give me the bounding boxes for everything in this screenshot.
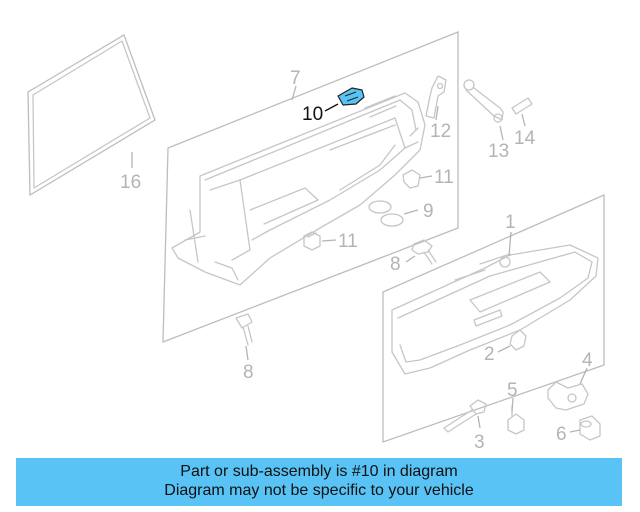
part-4-latch (547, 381, 589, 411)
callout-4: 4 (582, 350, 593, 371)
part-9-rings (368, 200, 404, 227)
callout-6: 6 (556, 424, 567, 445)
callout-leaders (131, 85, 588, 433)
leader-9 (403, 209, 419, 215)
callout-labels: 16 7 10 12 13 14 11 9 11 8 8 1 2 3 4 5 6 (120, 68, 593, 453)
callout-1: 1 (505, 212, 516, 233)
leader-7 (291, 85, 297, 101)
part-3-bolt (443, 399, 487, 433)
callout-5: 5 (507, 380, 518, 401)
leader-6 (569, 429, 581, 433)
part-7-plate (162, 31, 459, 343)
leader-5 (511, 397, 514, 413)
callout-8-lower: 8 (243, 362, 254, 383)
part-14-rod (463, 79, 504, 123)
callout-10: 10 (302, 104, 323, 125)
leader-2 (497, 345, 511, 353)
callout-3: 3 (474, 432, 485, 453)
banner-line-part: Part or sub-assembly is #10 in diagram (180, 463, 458, 480)
callout-7: 7 (290, 68, 301, 89)
leader-4 (579, 367, 588, 385)
part-11-bumper (303, 231, 321, 251)
leader-15 (521, 113, 526, 127)
leader-8a (405, 255, 416, 263)
part-8-screw-lower (235, 313, 253, 346)
leader-3 (477, 415, 481, 429)
callout-8-upper: 8 (390, 254, 401, 275)
callout-12: 11 (434, 167, 454, 188)
glove-box-exploded-diagram: 16 7 10 12 13 14 11 9 11 8 8 1 2 3 4 5 6 (27, 31, 605, 453)
callout-14: 13 (488, 141, 509, 162)
leader-10 (324, 103, 339, 112)
part-6-knob (579, 415, 601, 441)
callout-16: 16 (120, 172, 141, 193)
part-5-screw (507, 405, 525, 435)
part-16-panel (27, 34, 156, 197)
info-banner: Part or sub-assembly is #10 in diagram D… (16, 458, 622, 506)
banner-line-disclaimer: Diagram may not be specific to your vehi… (164, 482, 474, 499)
glove-box-housing (171, 92, 426, 286)
callout-15: 14 (514, 128, 536, 149)
callout-9: 9 (423, 201, 434, 222)
leader-14 (499, 125, 504, 141)
leader-12 (419, 175, 433, 179)
callout-11: 11 (338, 231, 358, 252)
part-2-bumper (509, 329, 527, 351)
part-13-bracket (425, 75, 447, 119)
part-12-clip (402, 169, 421, 189)
leader-11 (321, 239, 337, 242)
part-10-highlighted (337, 87, 365, 106)
glove-box-door (391, 244, 599, 375)
leader-13 (435, 105, 439, 121)
leader-1 (508, 231, 512, 257)
part-15-pin (511, 97, 533, 115)
part-8-screw-upper (411, 239, 437, 265)
callout-2: 2 (484, 344, 495, 365)
leader-8b (245, 345, 249, 361)
callout-13: 12 (430, 121, 451, 142)
part-1-plate (382, 194, 605, 443)
